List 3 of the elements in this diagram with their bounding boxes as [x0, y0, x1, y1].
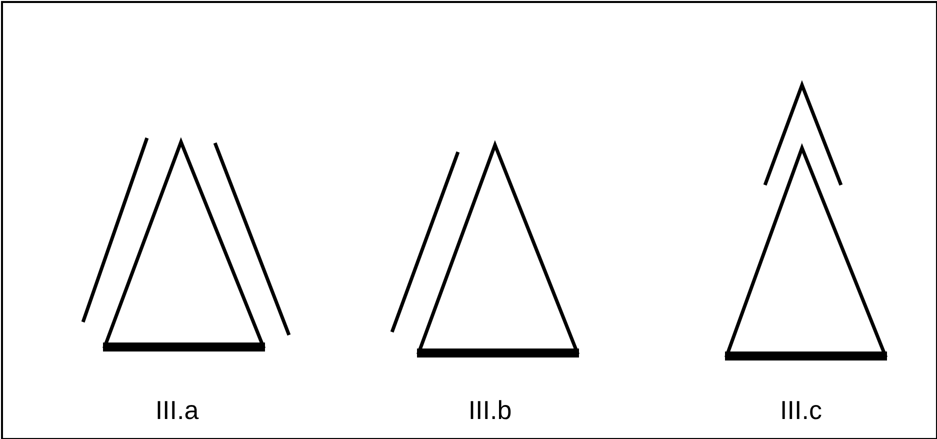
figure-label: III.b	[467, 395, 513, 426]
figure-label: III.c	[779, 395, 823, 426]
figure-label: III.a	[154, 395, 200, 426]
